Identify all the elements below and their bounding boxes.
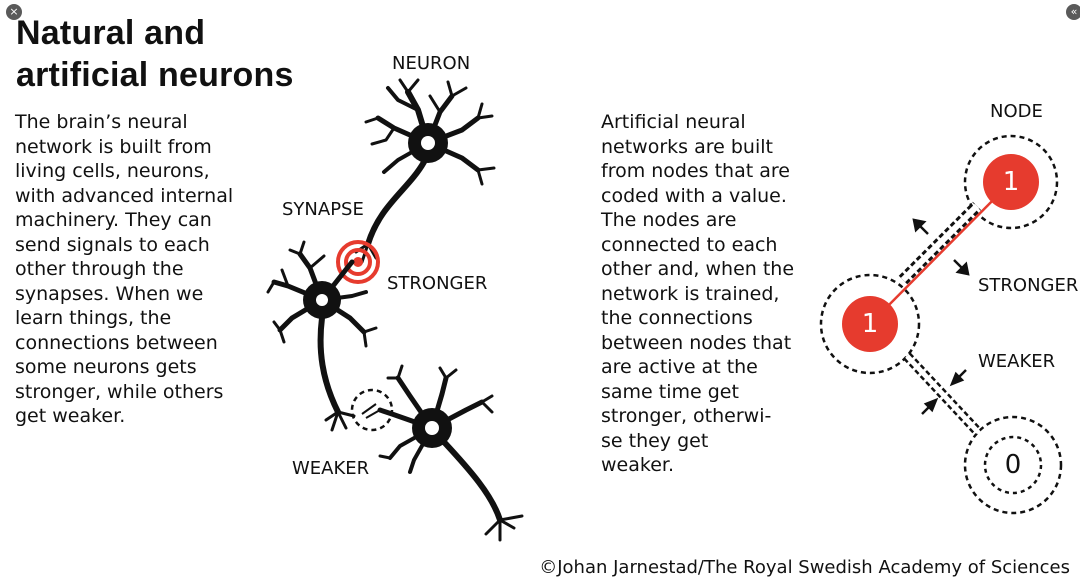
node-stronger-label: STRONGER <box>978 275 1079 296</box>
page-title: Natural and artificial neurons <box>16 12 294 96</box>
text-line: stronger, otherwi- <box>601 405 772 427</box>
node-middle <box>842 296 898 352</box>
collapse-icon[interactable]: « <box>1066 4 1080 20</box>
node-top <box>983 154 1039 210</box>
text-line: other and, when the <box>601 258 795 280</box>
title-line-2: artificial neurons <box>16 56 294 94</box>
artificial-neurons-description: Artificial neural networks are built fro… <box>601 110 794 478</box>
text-line: get weaker. <box>15 405 126 427</box>
synapse-stronger-target <box>336 240 380 284</box>
text-line: same time get <box>601 380 739 403</box>
title-line-1: Natural and <box>16 14 206 52</box>
neuron-middle <box>266 240 378 432</box>
neuron-top-nucleus <box>421 136 435 150</box>
text-line: other through the <box>15 258 184 280</box>
close-icon[interactable]: × <box>6 4 22 20</box>
neuron-stronger-label: STRONGER <box>387 273 488 294</box>
node-top-value: 1 <box>1002 167 1020 197</box>
text-line: the connections <box>601 307 753 329</box>
text-line: some neurons gets <box>15 356 197 378</box>
node-bottom-value: 0 <box>1004 450 1022 480</box>
stronger-connection <box>869 181 1012 325</box>
text-line: machinery. They can <box>15 209 212 231</box>
natural-neurons-description: The brain’s neural network is built from… <box>15 110 233 429</box>
text-line: network is built from <box>15 135 212 158</box>
node-weaker-label: WEAKER <box>978 351 1056 372</box>
neuron-top <box>354 78 496 264</box>
text-line: network is trained, <box>601 282 780 305</box>
text-line: coded with a value. <box>601 184 787 207</box>
text-line: learn things, the <box>15 307 172 329</box>
text-line: The nodes are <box>601 209 737 231</box>
weaker-arrows <box>921 369 967 415</box>
text-line: from nodes that are <box>601 160 790 182</box>
text-line: with advanced internal <box>15 184 234 207</box>
node-middle-ring <box>819 273 921 375</box>
neuron-bottom <box>377 364 524 542</box>
node-bottom-ring <box>963 415 1063 515</box>
text-line: networks are built <box>601 135 773 158</box>
text-line: The brain’s neural <box>15 111 188 133</box>
weaker-connection <box>903 352 982 436</box>
text-line: weaker. <box>601 454 674 476</box>
image-credit: ©Johan Jarnestad/The Royal Swedish Acade… <box>539 557 1070 578</box>
node-middle-value: 1 <box>861 309 879 339</box>
node-bottom-inner-ring <box>983 435 1043 495</box>
neuron-bottom-nucleus <box>425 421 439 435</box>
text-line: between nodes that <box>601 331 792 354</box>
text-line: se they get <box>601 429 709 452</box>
text-line: living cells, neurons, <box>15 160 210 182</box>
neuron-middle-nucleus <box>316 294 328 306</box>
neuron-weaker-label: WEAKER <box>292 458 370 479</box>
text-line: send signals to each <box>15 233 210 256</box>
synapse-weaker-circle <box>350 388 394 432</box>
neuron-label: NEURON <box>392 53 471 74</box>
text-line: Artificial neural <box>601 111 746 133</box>
text-line: connections between <box>15 331 218 354</box>
text-line: stronger, while others <box>15 380 224 403</box>
synapse-label: SYNAPSE <box>282 199 364 220</box>
node-label: NODE <box>990 101 1043 122</box>
node-top-ring <box>963 134 1059 230</box>
text-line: are active at the <box>601 356 758 378</box>
text-line: synapses. When we <box>15 282 204 305</box>
stronger-arrows <box>912 218 970 276</box>
text-line: connected to each <box>601 233 778 256</box>
